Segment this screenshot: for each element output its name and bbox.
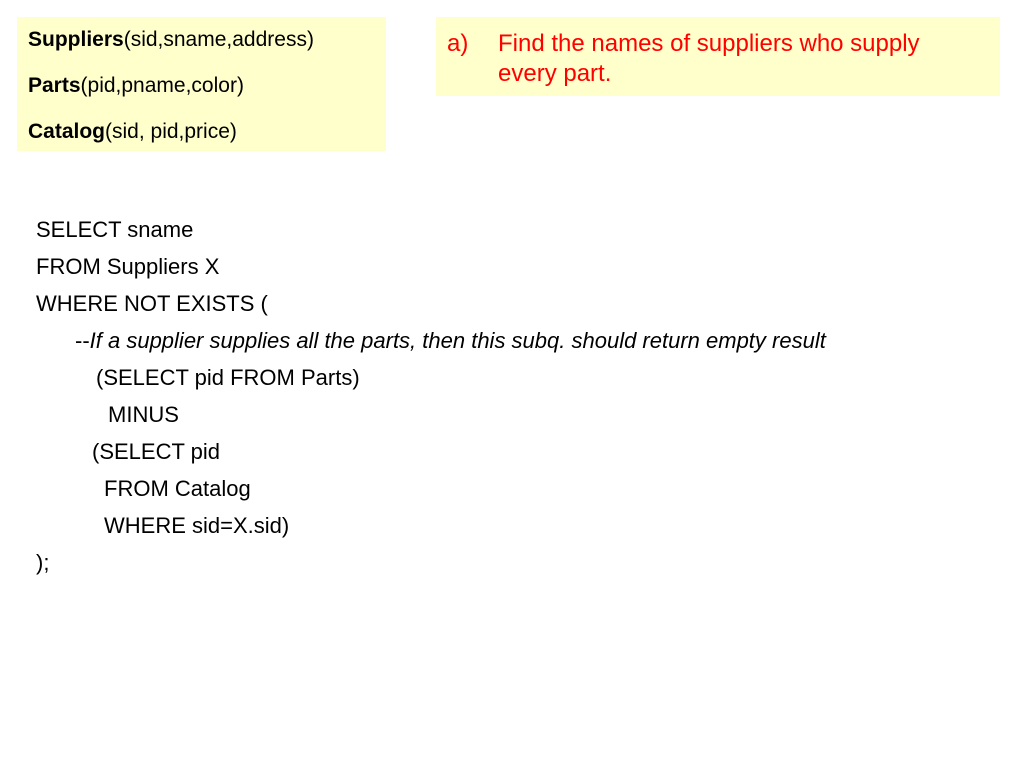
query-subselect-parts: (SELECT pid FROM Parts) [96,365,360,390]
query-from-catalog: FROM Catalog [104,476,251,501]
schema-suppliers: Suppliers(sid,sname,address) [28,28,314,52]
query-line-where: WHERE NOT EXISTS ( [36,291,268,316]
query-subselect-catalog: (SELECT pid [92,439,220,464]
query-minus: MINUS [108,402,179,427]
schema-parts-attrs: (pid,pname,color) [80,74,244,97]
question-box: a) Find the names of suppliers who suppl… [436,17,1000,96]
schema-parts: Parts(pid,pname,color) [28,74,244,98]
schema-catalog: Catalog(sid, pid,price) [28,120,237,144]
query-comment: --If a supplier supplies all the parts, … [75,328,826,354]
schema-parts-name: Parts [28,74,81,97]
schema-box: Suppliers(sid,sname,address) Parts(pid,p… [17,17,386,151]
schema-suppliers-attrs: (sid,sname,address) [123,28,314,51]
query-where-sid: WHERE sid=X.sid) [104,513,290,538]
query-line-from: FROM Suppliers X [36,254,220,279]
question-marker: a) [447,30,469,57]
schema-catalog-attrs: (sid, pid,price) [105,120,237,143]
query-line-select: SELECT sname [36,217,194,242]
schema-suppliers-name: Suppliers [28,28,124,51]
query-close: ); [36,550,50,575]
schema-catalog-name: Catalog [28,120,106,143]
question-text: Find the names of suppliers who supply e… [498,30,920,87]
query-comment-text: If a supplier supplies all the parts, th… [89,328,826,353]
query-comment-prefix: -- [75,328,90,353]
